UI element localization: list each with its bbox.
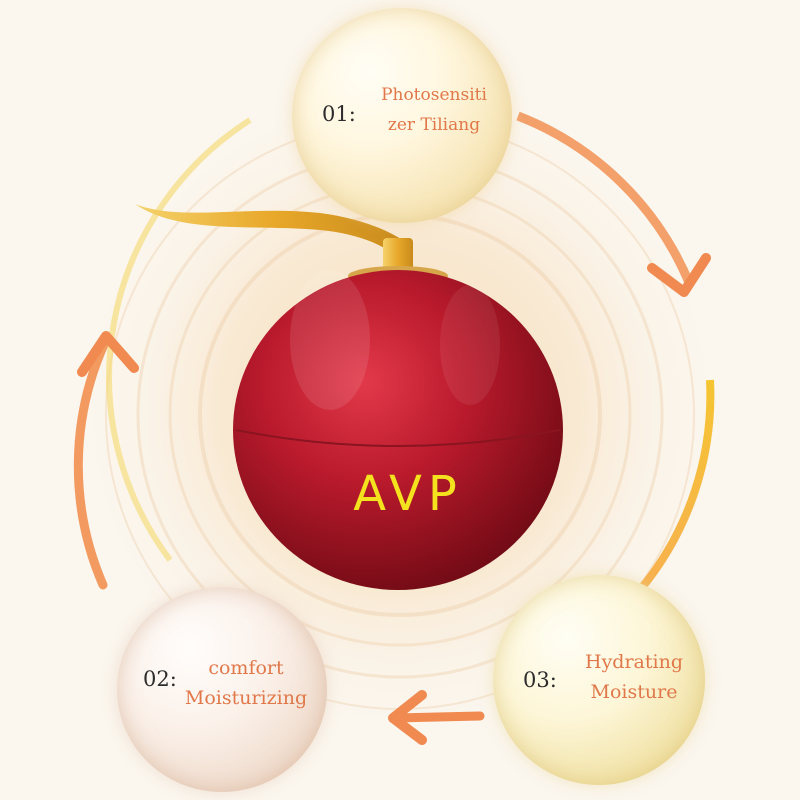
step-label: Photosensiti zer Tiliang: [360, 80, 508, 140]
step-label-line: Photosensiti: [381, 85, 487, 105]
arrow-left-shaft: [73, 335, 111, 590]
brand-logo: AVP: [353, 466, 463, 522]
cycle-ring-right: [636, 379, 715, 593]
step-label: Hydrating Moisture: [565, 647, 703, 707]
step-label-line: Moisturizing: [184, 687, 308, 709]
arrow-up-icon: [77, 331, 139, 377]
step-bubble-3: 03: Hydrating Moisture: [493, 575, 705, 785]
step-label: comfort Moisturizing: [173, 653, 319, 713]
gold-stem: [383, 238, 413, 272]
red-jar: [233, 270, 563, 590]
step-label-line: Moisture: [590, 681, 678, 703]
arrow-left-icon: [388, 690, 427, 745]
jar-highlight: [290, 270, 370, 410]
step-label-line: comfort: [208, 657, 284, 679]
jar-highlight: [440, 285, 500, 405]
step-bubble-2: 02: comfort Moisturizing: [117, 587, 327, 792]
step-label-line: zer Tiliang: [387, 115, 481, 135]
arrow-bottom-shaft: [390, 711, 485, 723]
gold-spout: [135, 204, 410, 262]
step-bubble-1: 01: Photosensiti zer Tiliang: [292, 8, 512, 223]
step-number: 03:: [523, 668, 557, 692]
cycle-ring-left: [106, 117, 252, 562]
arrow-right-down-icon: [647, 253, 711, 297]
step-number: 02:: [143, 667, 177, 691]
jar-seam: [235, 429, 561, 447]
step-number: 01:: [322, 102, 356, 126]
arrow-1-shaft: [516, 111, 695, 287]
step-label-line: Hydrating: [585, 651, 683, 673]
